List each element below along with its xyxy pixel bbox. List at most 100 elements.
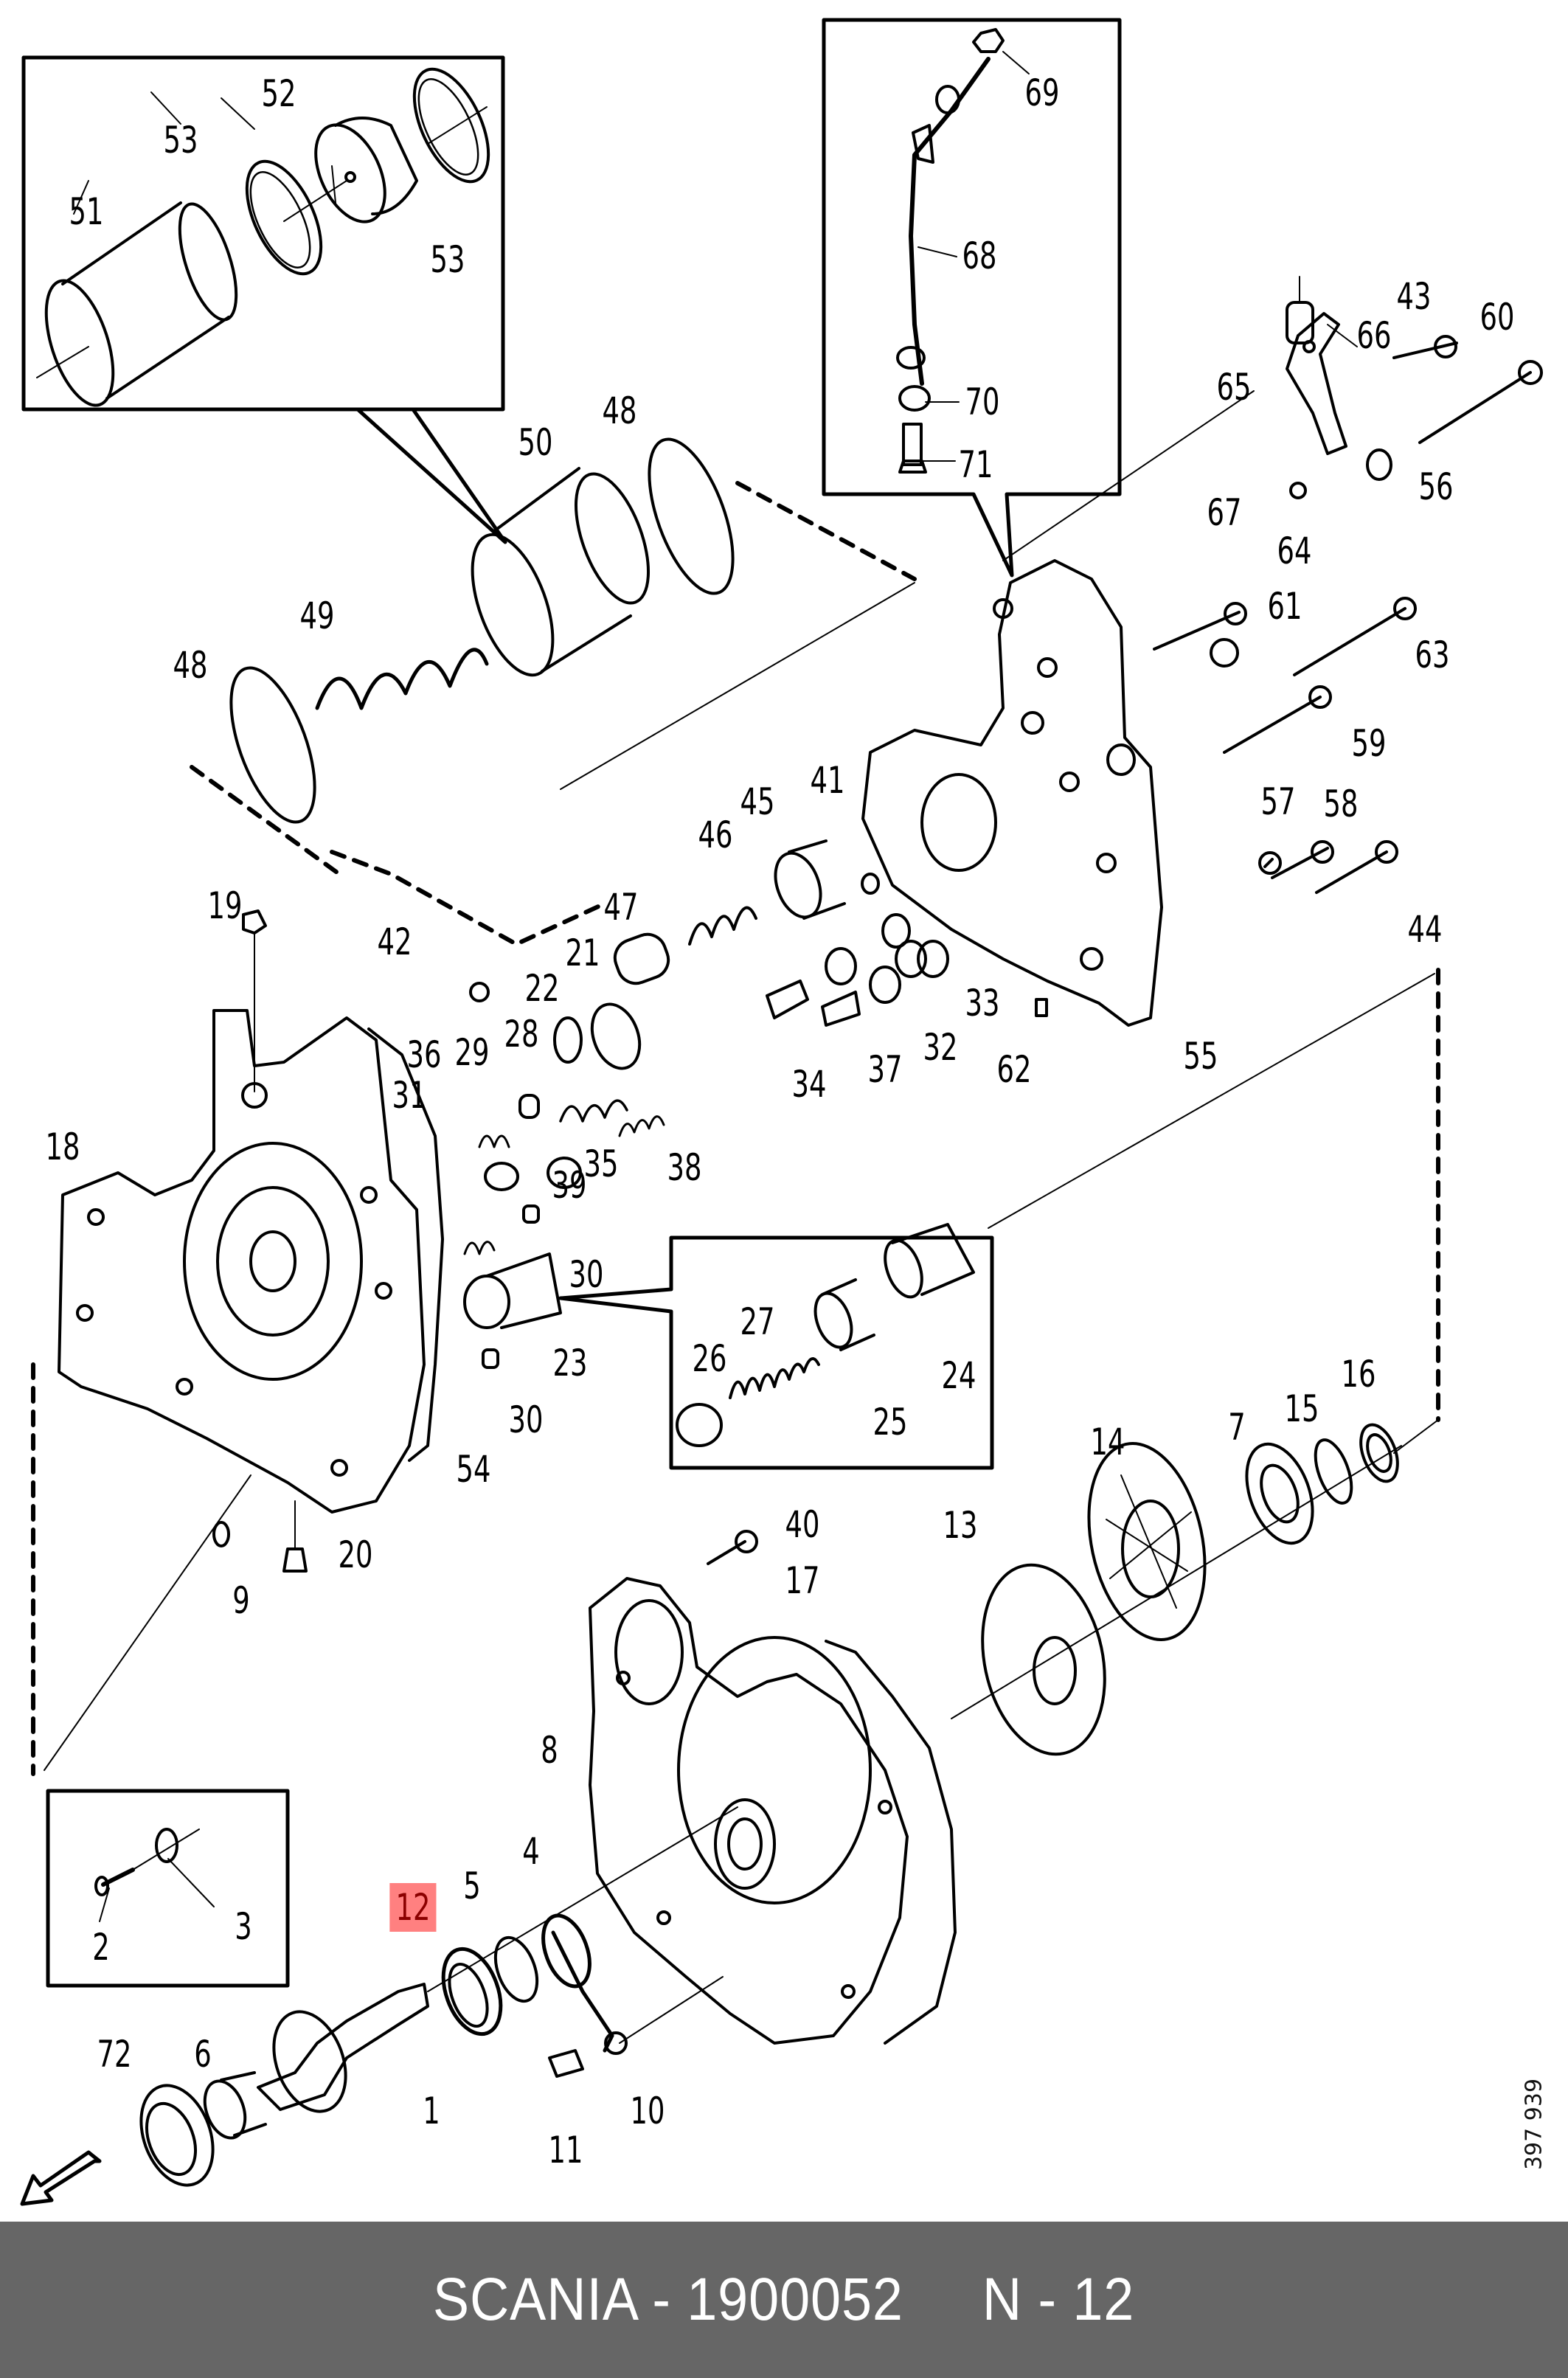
callout-40: 40	[785, 1503, 820, 1546]
callout-72: 72	[97, 2033, 132, 2076]
callout-66: 66	[1356, 314, 1392, 357]
part-52-piston	[283, 117, 418, 223]
callout-43: 43	[1396, 275, 1432, 318]
callout-27: 27	[740, 1300, 775, 1343]
callout-11: 11	[548, 2129, 583, 2171]
inset-box-piston-assembly	[21, 55, 507, 544]
callout-30: 30	[508, 1398, 544, 1441]
part-16-nut	[1359, 1423, 1399, 1483]
valve-components	[463, 913, 949, 1369]
callout-26: 26	[692, 1337, 727, 1380]
part-70-washer	[896, 346, 931, 412]
inset-box-screw	[46, 1789, 290, 1988]
part-14-stator	[1087, 1442, 1207, 1641]
callout-48: 48	[602, 389, 637, 432]
part-60-bolt	[1418, 360, 1543, 444]
callout-10: 10	[630, 2090, 665, 2132]
callout-69: 69	[1024, 72, 1060, 114]
part-54-gasket	[367, 1027, 444, 1462]
part-53-ring-right	[412, 67, 490, 184]
callout-44: 44	[1407, 908, 1443, 951]
part-caption: SCANIA - 1900052 N - 12	[433, 2266, 1135, 2333]
part-47-plug	[613, 932, 670, 985]
part-55-valve-housing	[861, 559, 1163, 1027]
callout-46: 46	[698, 814, 733, 856]
callout-15: 15	[1284, 1387, 1319, 1430]
part-1-input-shaft	[257, 1983, 429, 2113]
dashed-group-outline	[31, 481, 1440, 1776]
callout-62: 62	[996, 1048, 1032, 1091]
callout-64: 64	[1277, 530, 1312, 572]
part-72-bearing	[139, 2084, 215, 2187]
part-9-dowel	[212, 1521, 230, 1547]
part-66-rubber-mount	[1286, 276, 1314, 344]
callout-28: 28	[504, 1013, 539, 1055]
part-6-bushing	[203, 2071, 267, 2140]
callout-4: 4	[522, 1830, 540, 1873]
part-43-bolt	[1392, 335, 1458, 359]
part-40-bolt	[707, 1530, 758, 1565]
callout-36: 36	[406, 1033, 442, 1076]
callout-13: 13	[943, 1504, 978, 1547]
part-12-oil-seal	[441, 1947, 503, 2036]
callout-23: 23	[552, 1342, 588, 1384]
callout-58: 58	[1323, 783, 1359, 825]
callout-47: 47	[603, 886, 639, 929]
callout-17: 17	[785, 1559, 820, 1602]
part-50-piston-sleeve	[471, 467, 651, 677]
callout-52: 52	[261, 72, 296, 115]
callout-9: 9	[232, 1579, 250, 1622]
drawing-reference-number: 397 939	[1521, 2078, 1547, 2171]
direction-arrow-icon	[20, 2150, 102, 2206]
part-46-spring	[688, 906, 757, 946]
part-48-o-ring	[229, 437, 735, 824]
callout-50: 50	[518, 421, 553, 464]
part-42-bolt	[469, 982, 490, 1002]
bolts-57-58-59-63-64-44	[1035, 597, 1417, 1017]
callout-5: 5	[463, 1865, 481, 1907]
callout-32: 32	[923, 1026, 958, 1069]
part-8-rear-housing	[589, 1577, 909, 2045]
part-68-oil-pipe	[909, 57, 991, 386]
part-67-nut	[1289, 482, 1307, 499]
callout-25: 25	[873, 1401, 908, 1443]
inset-box-valve-detail	[558, 1223, 994, 1470]
part-19-plug	[242, 909, 267, 1092]
part-5-o-ring	[493, 1935, 539, 2003]
callout-14: 14	[1090, 1421, 1125, 1463]
callout-41: 41	[810, 759, 845, 802]
callout-6: 6	[194, 2033, 212, 2076]
callout-16: 16	[1341, 1353, 1376, 1396]
callout-31: 31	[392, 1074, 427, 1117]
callout-8: 8	[541, 1729, 558, 1772]
callout-57: 57	[1260, 780, 1296, 823]
callout-53: 53	[163, 119, 198, 162]
callout-33: 33	[965, 982, 1000, 1025]
callout-34: 34	[791, 1063, 827, 1106]
part-20-plug	[282, 1500, 308, 1573]
callout-45: 45	[740, 780, 775, 823]
exploded-parts-diagram: 52 53 53 51 69 68 70 71 43 60 66 65 56 6…	[20, 18, 1547, 2206]
callout-59: 59	[1351, 722, 1387, 765]
callout-12-highlighted[interactable]: 12	[389, 1883, 437, 1932]
callout-35: 35	[583, 1143, 619, 1185]
callout-1: 1	[423, 2090, 440, 2132]
part-69-banjo-bolt	[935, 28, 1005, 114]
callout-71: 71	[958, 443, 993, 486]
callout-53: 53	[430, 238, 465, 281]
callout-37: 37	[867, 1048, 903, 1091]
callout-67: 67	[1207, 491, 1242, 534]
callout-60: 60	[1479, 296, 1515, 339]
callout-7: 7	[1228, 1406, 1246, 1449]
part-11-bolt	[548, 2049, 584, 2078]
callout-21: 21	[565, 932, 600, 974]
callout-24: 24	[941, 1354, 976, 1397]
callout-3: 3	[235, 1905, 252, 1948]
callout-61: 61	[1267, 585, 1302, 628]
part-13-converter-plate	[981, 1563, 1106, 1756]
callout-29: 29	[454, 1031, 490, 1074]
callout-70: 70	[965, 381, 1000, 423]
diagram-artwork	[20, 18, 1543, 2206]
callout-56: 56	[1418, 465, 1454, 508]
part-17-gasket	[825, 1640, 957, 2045]
